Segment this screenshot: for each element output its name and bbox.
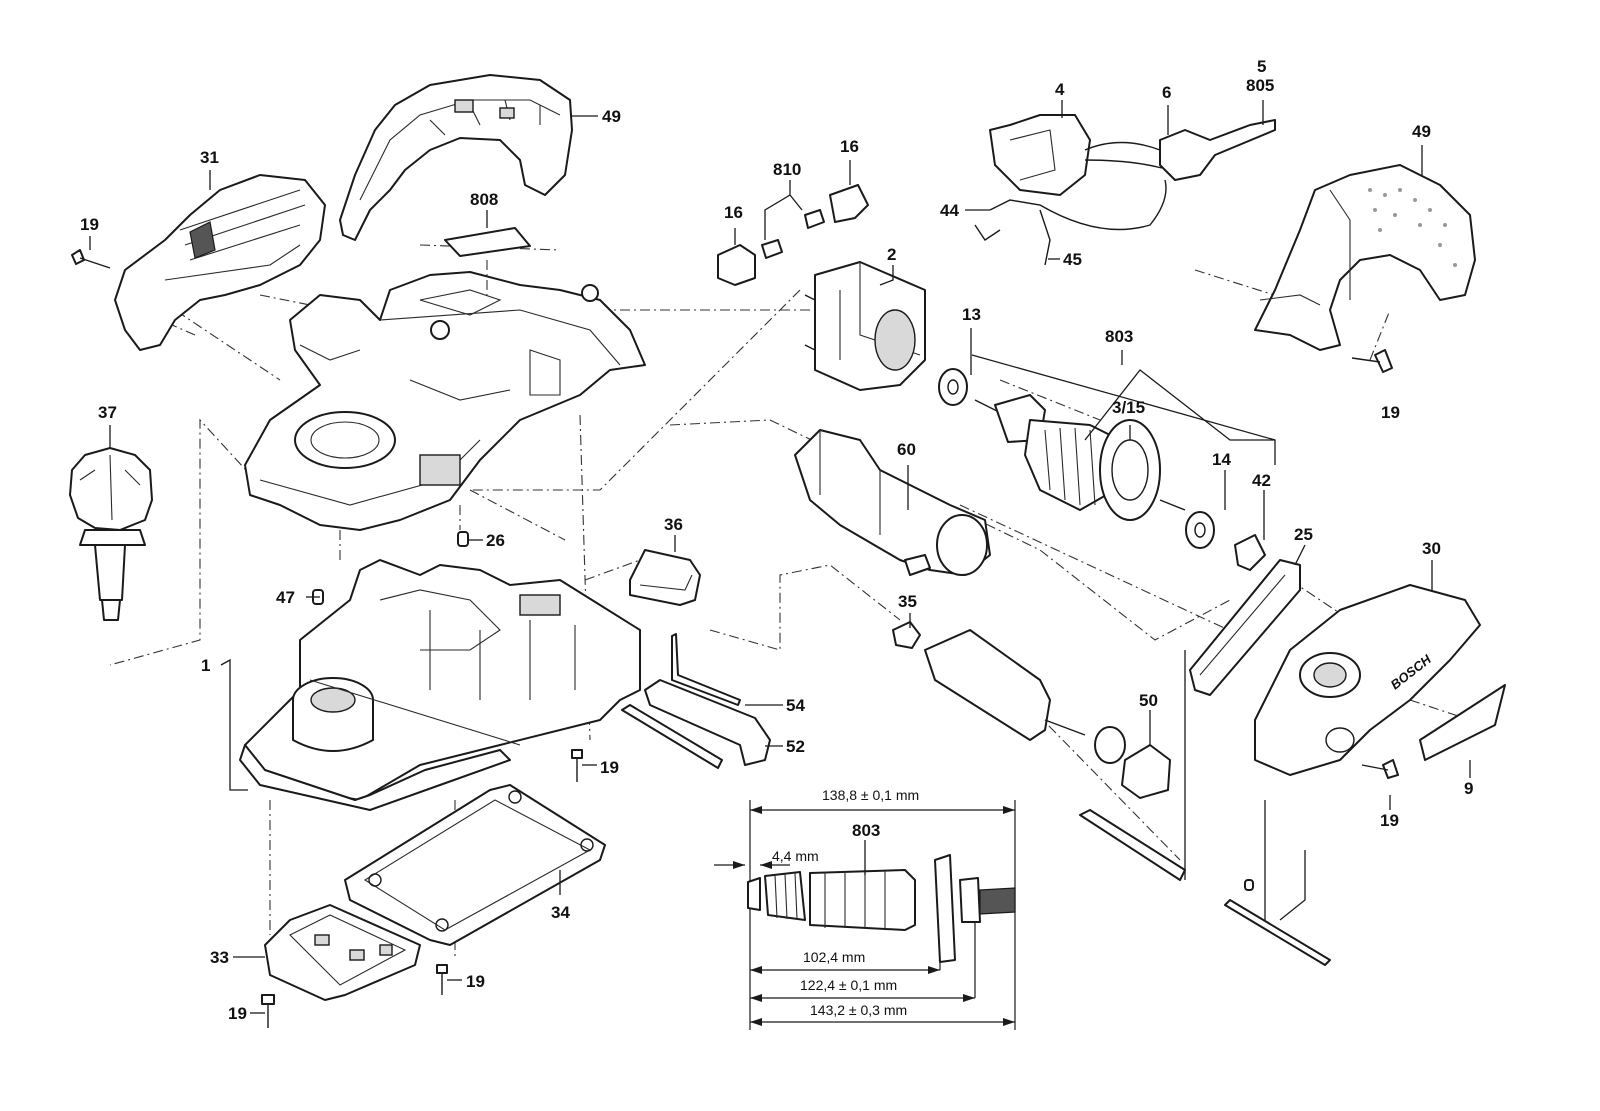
guide-tube: [794, 429, 991, 576]
callout-42: 42: [1252, 471, 1271, 490]
plate-33: [264, 904, 421, 1001]
callout-49-right: 49: [1412, 122, 1431, 141]
label-9: [1419, 684, 1506, 761]
bracket-36: [629, 549, 701, 606]
callout-803-detail: 803: [852, 821, 880, 840]
armature-dimension-view: [714, 800, 1016, 1030]
callout-1: 1: [201, 656, 210, 675]
callout-33: 33: [210, 948, 229, 967]
callout-19-left: 19: [80, 215, 99, 234]
callout-31: 31: [200, 148, 219, 167]
callout-35: 35: [898, 592, 917, 611]
callout-19-middle: 19: [600, 758, 619, 777]
callout-3-15: 3/15: [1112, 398, 1145, 417]
upper-housing: [244, 271, 646, 531]
depth-knob: [69, 447, 153, 621]
callout-54: 54: [786, 696, 805, 715]
callout-14: 14: [1212, 450, 1231, 469]
guide-52: [621, 679, 771, 769]
stator: [804, 261, 926, 391]
callout-19-upper-right: 19: [1381, 403, 1400, 422]
callout-19-lower-right: 19: [1380, 811, 1399, 830]
drive-roller: [924, 629, 1171, 799]
handle-half-right: [1254, 164, 1476, 351]
pin-26: [457, 531, 469, 547]
callout-19-bottom-middle: 19: [466, 972, 485, 991]
callout-50: 50: [1139, 691, 1158, 710]
dimension-labels: 138,8 ± 0,1 mm 4,4 mm 102,4 mm 122,4 ± 0…: [772, 787, 919, 1018]
belt: [1189, 559, 1301, 696]
callout-13: 13: [962, 305, 981, 324]
callout-34: 34: [551, 903, 570, 922]
lower-housing: [239, 559, 641, 811]
left-cover: [114, 174, 326, 351]
armature: [974, 394, 1186, 521]
screws: [71, 249, 1399, 1028]
callout-44: 44: [940, 201, 959, 220]
callout-5: 5: [1257, 57, 1266, 76]
callout-803-top: 803: [1105, 327, 1133, 346]
callout-37: 37: [98, 403, 117, 422]
callout-2: 2: [887, 245, 896, 264]
hex-key-54: [671, 633, 741, 706]
callout-52: 52: [786, 737, 805, 756]
callout-26: 26: [486, 531, 505, 550]
callout-45: 45: [1063, 250, 1082, 269]
callout-36: 36: [664, 515, 683, 534]
leader-lines: [89, 100, 1471, 1014]
base-plate: [344, 784, 606, 946]
callout-19-bottom-left: 19: [228, 1004, 247, 1023]
brushes: [717, 180, 869, 286]
callout-16-right: 16: [840, 137, 859, 156]
switch-assembly: [974, 114, 1276, 266]
callout-47: 47: [276, 588, 295, 607]
callout-60: 60: [897, 440, 916, 459]
dimension-138-8: 138,8 ± 0,1 mm: [822, 787, 919, 803]
callout-49-top: 49: [602, 107, 621, 126]
callout-4: 4: [1055, 80, 1065, 99]
dimension-143-2: 143,2 ± 0,3 mm: [810, 1002, 907, 1018]
bearing-35: [892, 621, 921, 649]
callout-808: 808: [470, 190, 498, 209]
dimension-102-4: 102,4 mm: [803, 949, 865, 965]
dimension-4-4: 4,4 mm: [772, 848, 819, 864]
callout-16-left: 16: [724, 203, 743, 222]
handle-half-top: [339, 74, 573, 241]
callout-labels: 4 5 805 6 49 31 19 808 810 16 16 44 45 4…: [80, 57, 1473, 1023]
callout-810: 810: [773, 160, 801, 179]
bearings: [938, 368, 1266, 571]
dimension-122-4: 122,4 ± 0,1 mm: [800, 977, 897, 993]
label-808: [444, 227, 531, 257]
callout-30: 30: [1422, 539, 1441, 558]
callout-25: 25: [1294, 525, 1313, 544]
callout-805: 805: [1246, 76, 1274, 95]
callout-6: 6: [1162, 83, 1171, 102]
callout-9: 9: [1464, 779, 1473, 798]
